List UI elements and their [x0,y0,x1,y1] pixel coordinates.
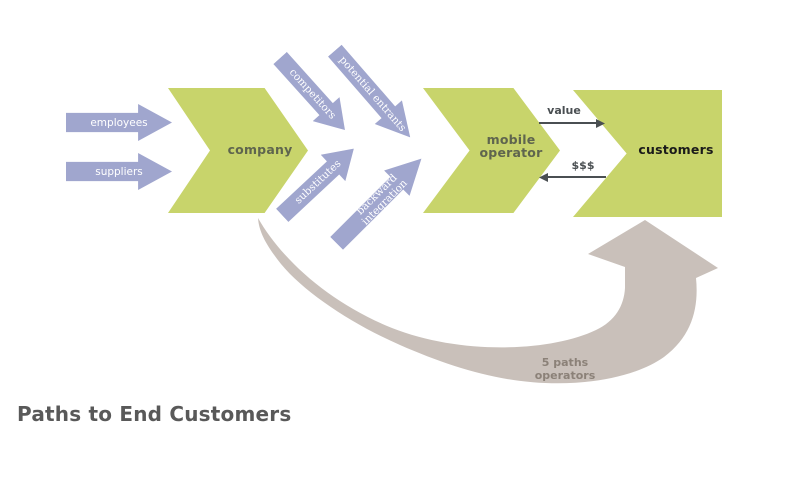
value-arrow-line [539,122,599,124]
money-arrow-label: $$$ [571,159,595,172]
five-paths-curved-arrow-shape [258,218,718,384]
suppliers-arrow-label: suppliers [95,165,143,178]
value-arrow-label: value [547,104,581,117]
mobile-operator-label: mobile operator [479,132,543,160]
diagram-title: Paths to End Customers [17,402,292,426]
company-label: company [227,142,293,157]
money-arrow-line [548,176,606,178]
money-arrowhead-icon [539,173,548,182]
five-paths-arrow-label: 5 paths operators [534,356,596,382]
customers-label: customers [638,142,714,157]
value-arrowhead-icon [596,119,605,128]
employees-arrow-label: employees [90,116,148,129]
